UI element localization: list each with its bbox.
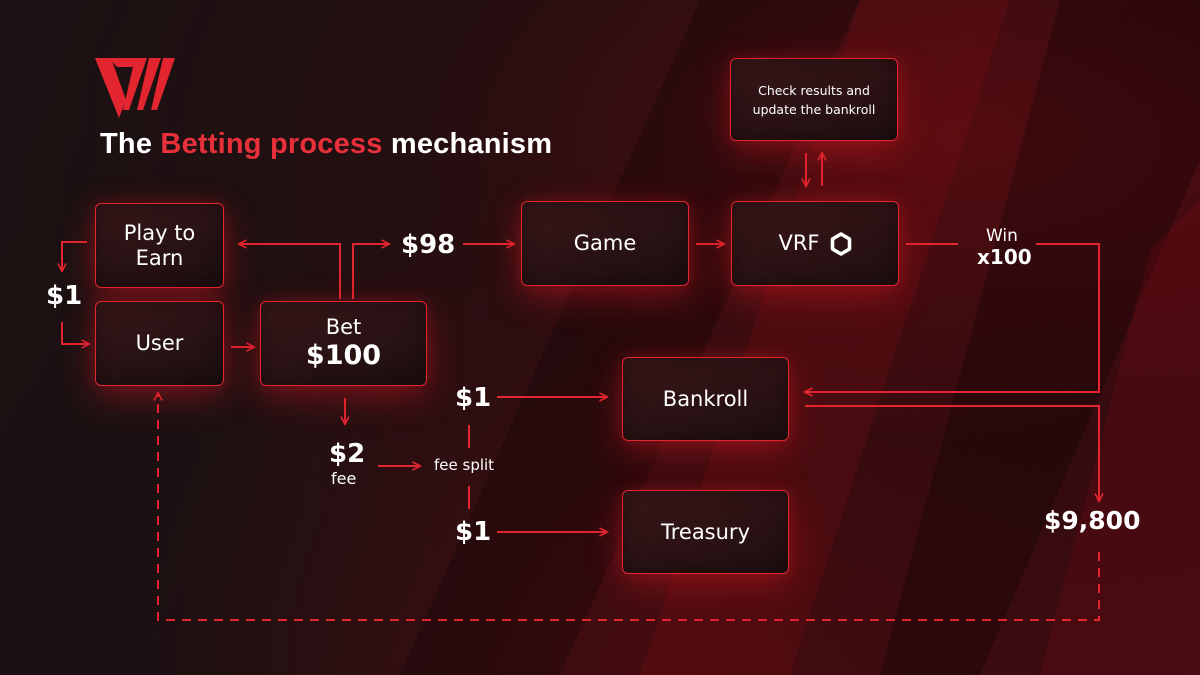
treasury-box: Treasury bbox=[622, 490, 789, 574]
arrow-win-to-bankroll bbox=[805, 243, 1100, 392]
bet-amount: $100 bbox=[305, 340, 382, 371]
to-game-amount-label: $98 bbox=[401, 230, 456, 260]
vrf-box: VRF bbox=[731, 201, 899, 286]
play-to-earn-label: Play to Earn bbox=[123, 220, 196, 270]
bet-box: Bet $100 bbox=[260, 301, 427, 386]
arrow-bet-to-play bbox=[239, 244, 341, 299]
to-bankroll-amount-label: $1 bbox=[455, 383, 492, 413]
title-prefix: The bbox=[100, 128, 161, 160]
arrow-bet-to-game-amount bbox=[352, 244, 389, 299]
title-highlight: Betting process bbox=[160, 128, 383, 160]
dashed-payout-to-user bbox=[158, 393, 1100, 621]
win-multiplier-label: x100 bbox=[977, 245, 1032, 269]
win-label: Win bbox=[986, 226, 1018, 246]
game-box: Game bbox=[521, 201, 689, 286]
payout-amount-label: $9,800 bbox=[1044, 506, 1141, 535]
game-label: Game bbox=[573, 231, 637, 255]
bankroll-box: Bankroll bbox=[622, 357, 789, 441]
user-label: User bbox=[135, 331, 184, 355]
page-title: The Betting process mechanism bbox=[100, 128, 552, 161]
bankroll-label: Bankroll bbox=[662, 386, 749, 411]
arrow-play-to-reward bbox=[62, 241, 87, 271]
to-treasury-amount-label: $1 bbox=[455, 517, 492, 547]
treasury-label: Treasury bbox=[660, 519, 750, 544]
check-results-label: Check results and update the bankroll bbox=[752, 82, 876, 117]
fee-split-label: fee split bbox=[434, 456, 495, 474]
fee-label: fee bbox=[331, 469, 357, 488]
fee-amount-label: $2 bbox=[329, 439, 366, 469]
play-to-earn-reward-label: $1 bbox=[46, 281, 83, 311]
arrow-reward-to-user bbox=[61, 322, 89, 344]
chainlink-hexagon-icon bbox=[830, 231, 851, 256]
check-results-box: Check results and update the bankroll bbox=[730, 58, 898, 141]
user-box: User bbox=[95, 301, 224, 386]
title-suffix: mechanism bbox=[382, 128, 553, 160]
play-to-earn-box: Play to Earn bbox=[95, 203, 224, 288]
vrf-label: VRF bbox=[778, 231, 820, 255]
arrow-bankroll-to-payout bbox=[805, 405, 1099, 501]
v7-logo bbox=[95, 58, 175, 118]
bet-label: Bet bbox=[325, 315, 362, 339]
